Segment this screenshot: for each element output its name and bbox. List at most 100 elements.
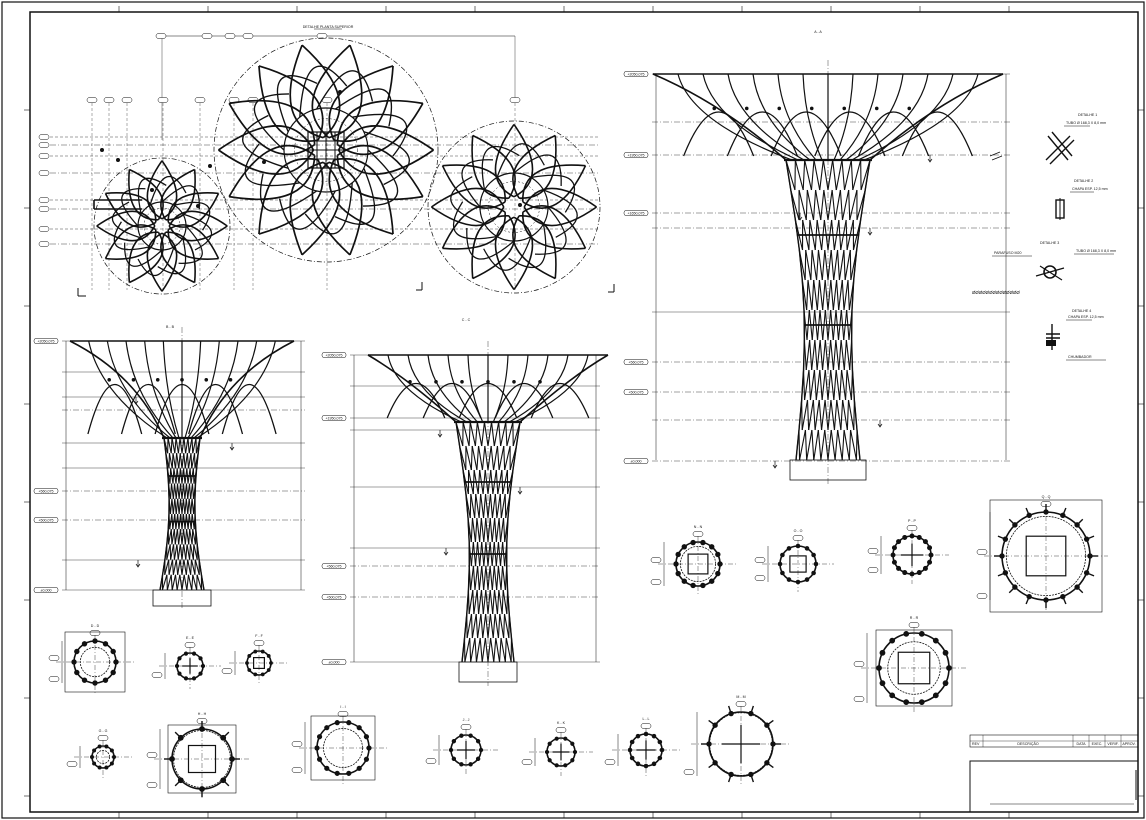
- trunk-member: [181, 574, 185, 591]
- trunk-member: [804, 249, 807, 281]
- trunk-member: [820, 429, 826, 461]
- trunk-member: [188, 437, 193, 454]
- detail-3-callout-right: TUBO Ø 168,3 X 8,0 mm: [1076, 249, 1116, 253]
- trunk-member: [500, 565, 504, 591]
- tube-node: [876, 665, 882, 671]
- trunk-member: [830, 399, 835, 431]
- trunk-member: [171, 529, 175, 545]
- trunk-member: [181, 559, 185, 575]
- trunk-member: [832, 159, 837, 191]
- trunk-member: [835, 339, 840, 371]
- trunk-member: [494, 613, 499, 639]
- trunk-member: [487, 445, 492, 471]
- detail-4: DETALHE 4 CHAPA ESP. 12,5 mm CHUMBADOR: [1046, 309, 1106, 361]
- trunk-member: [187, 437, 190, 454]
- plan-grid-lines: [50, 90, 600, 245]
- tube-node: [112, 754, 117, 759]
- canopy-rib: [512, 134, 556, 199]
- trunk-member: [801, 399, 809, 431]
- trunk-member: [482, 589, 487, 615]
- section-side-marker: [853, 661, 865, 667]
- canopy-node: [842, 106, 847, 111]
- level-tag: [33, 338, 59, 344]
- canopy-rib: [430, 187, 505, 208]
- trunk-member: [813, 279, 818, 311]
- trunk-member: [183, 544, 187, 560]
- section-6: I - I: [291, 705, 387, 784]
- canopy-arc: [299, 65, 348, 118]
- plan-node: [207, 163, 212, 168]
- trunk-member: [176, 544, 179, 560]
- tube-node: [247, 654, 252, 658]
- canopy-rib: [513, 216, 534, 291]
- trunk-member: [847, 399, 855, 431]
- trunk-member: [487, 613, 491, 639]
- trunk-member: [487, 517, 491, 543]
- level-tag-text: +1950,075: [627, 153, 644, 157]
- radial-member: [766, 719, 774, 726]
- trunk-member: [830, 279, 834, 311]
- canopy-node: [907, 106, 912, 111]
- tube-node: [811, 552, 816, 558]
- tube-node: [780, 552, 785, 558]
- canopy-petal: [858, 111, 930, 157]
- canopy-arc: [278, 190, 336, 230]
- section-title: J - J: [463, 718, 470, 722]
- trunk-member: [506, 421, 514, 447]
- canopy-rib: [160, 231, 195, 284]
- trunk-member: [483, 517, 487, 543]
- canopy-rib: [217, 149, 315, 175]
- section-side-marker: [976, 593, 988, 599]
- trunk-member: [476, 421, 483, 447]
- canopy-rib: [228, 155, 316, 201]
- canopy-rib: [105, 229, 157, 260]
- tube-node: [200, 663, 206, 669]
- canopy-rib: [88, 340, 168, 439]
- canopy-rib: [193, 340, 258, 439]
- tube-node: [468, 762, 473, 767]
- tube-node: [109, 761, 114, 766]
- tube-node: [366, 745, 372, 751]
- canopy-rib: [128, 169, 159, 221]
- trunk-member: [196, 574, 203, 591]
- canopy-rib: [519, 215, 557, 279]
- trunk-member: [476, 517, 481, 543]
- canopy-petal: [683, 111, 755, 157]
- trunk-member: [192, 574, 198, 591]
- level-tag-text: +1650,075: [627, 211, 644, 215]
- canopy-rib: [167, 224, 220, 259]
- detail-1-callout: TUBO Ø 168,3 X 8,0 mm: [1066, 121, 1106, 125]
- trunk-member: [495, 517, 500, 543]
- canopy-rib: [146, 160, 163, 220]
- trunk-member: [846, 399, 850, 431]
- plan-node: [518, 202, 523, 207]
- canopy-rib: [162, 340, 180, 439]
- trunk-member: [476, 445, 480, 471]
- trunk-member: [835, 159, 843, 191]
- trunk-member: [185, 544, 188, 560]
- canopy-rib: [522, 205, 587, 249]
- tube-node: [903, 630, 910, 637]
- trunk-member: [827, 399, 832, 431]
- canopy-rib: [289, 161, 324, 256]
- canopy-sweep-right: [869, 73, 1004, 161]
- trunk-member: [483, 421, 489, 447]
- trunk-member: [820, 189, 825, 221]
- canopy-petal: [770, 111, 842, 157]
- detail-1: DETALHE 1 TUBO Ø 168,3 X 8,0 mm: [989, 113, 1106, 165]
- level-tag-text: +2050,075: [37, 339, 54, 343]
- canopy-rib: [427, 354, 473, 423]
- trunk-member: [470, 493, 476, 519]
- trunk-member: [808, 399, 814, 431]
- tube-node: [932, 692, 939, 699]
- canopy-sweep-right: [519, 354, 609, 423]
- trunk-member: [824, 369, 829, 401]
- trunk-member: [193, 544, 198, 560]
- trunk-member: [191, 437, 194, 454]
- tube-node: [681, 578, 687, 584]
- trunk-member: [840, 399, 844, 431]
- canopy-node: [460, 379, 464, 384]
- radial-member: [174, 779, 182, 787]
- trunk-member: [822, 159, 829, 191]
- trunk-member: [179, 574, 183, 591]
